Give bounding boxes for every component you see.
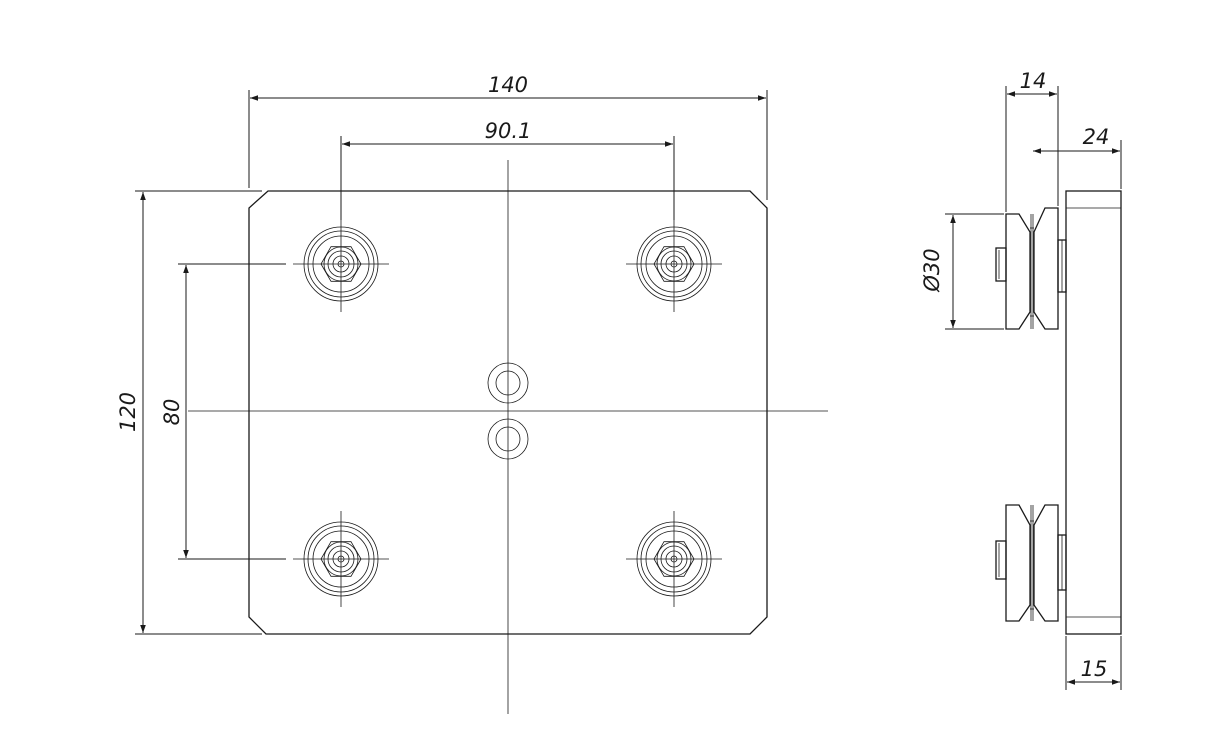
dimension-text-15: 15 — [1081, 657, 1108, 681]
dimension-text-14: 14 — [1020, 69, 1047, 93]
plate-outline — [248, 190, 768, 635]
front-view: 140 90.1 120 80 — [116, 73, 828, 714]
side-wheel-top — [995, 207, 1067, 330]
dimension-overall-height: 120 — [116, 190, 262, 635]
dimension-text-120: 120 — [116, 392, 140, 432]
dimension-overall-width: 140 — [248, 73, 768, 200]
wheel-top-right — [626, 216, 722, 312]
wheel-bottom-left — [293, 511, 389, 607]
dimension-plate-thickness: 15 — [1065, 636, 1122, 690]
dimension-text-80: 80 — [160, 399, 184, 426]
dimension-text-90-1: 90.1 — [485, 119, 532, 143]
side-plate — [1065, 190, 1122, 635]
dimension-text-140: 140 — [488, 73, 528, 97]
center-hole-bottom — [487, 418, 529, 460]
center-hole-top — [487, 362, 529, 404]
dimension-wheel-spacing-x: 90.1 — [340, 119, 675, 220]
dimension-wheel-spacing-y: 80 — [160, 263, 286, 560]
dimension-side-depth-top: 14 — [1005, 69, 1059, 212]
dimension-text-diameter-30: Ø30 — [920, 248, 944, 292]
dimension-side-depth-total: 24 — [1033, 125, 1122, 189]
dimension-text-24: 24 — [1083, 125, 1110, 149]
wheel-top-left — [293, 216, 389, 312]
dimension-wheel-diameter: Ø30 — [920, 213, 1004, 330]
wheel-bottom-right — [626, 511, 722, 607]
side-view: 14 24 Ø30 15 — [920, 69, 1122, 690]
side-wheel-bottom — [995, 504, 1067, 622]
